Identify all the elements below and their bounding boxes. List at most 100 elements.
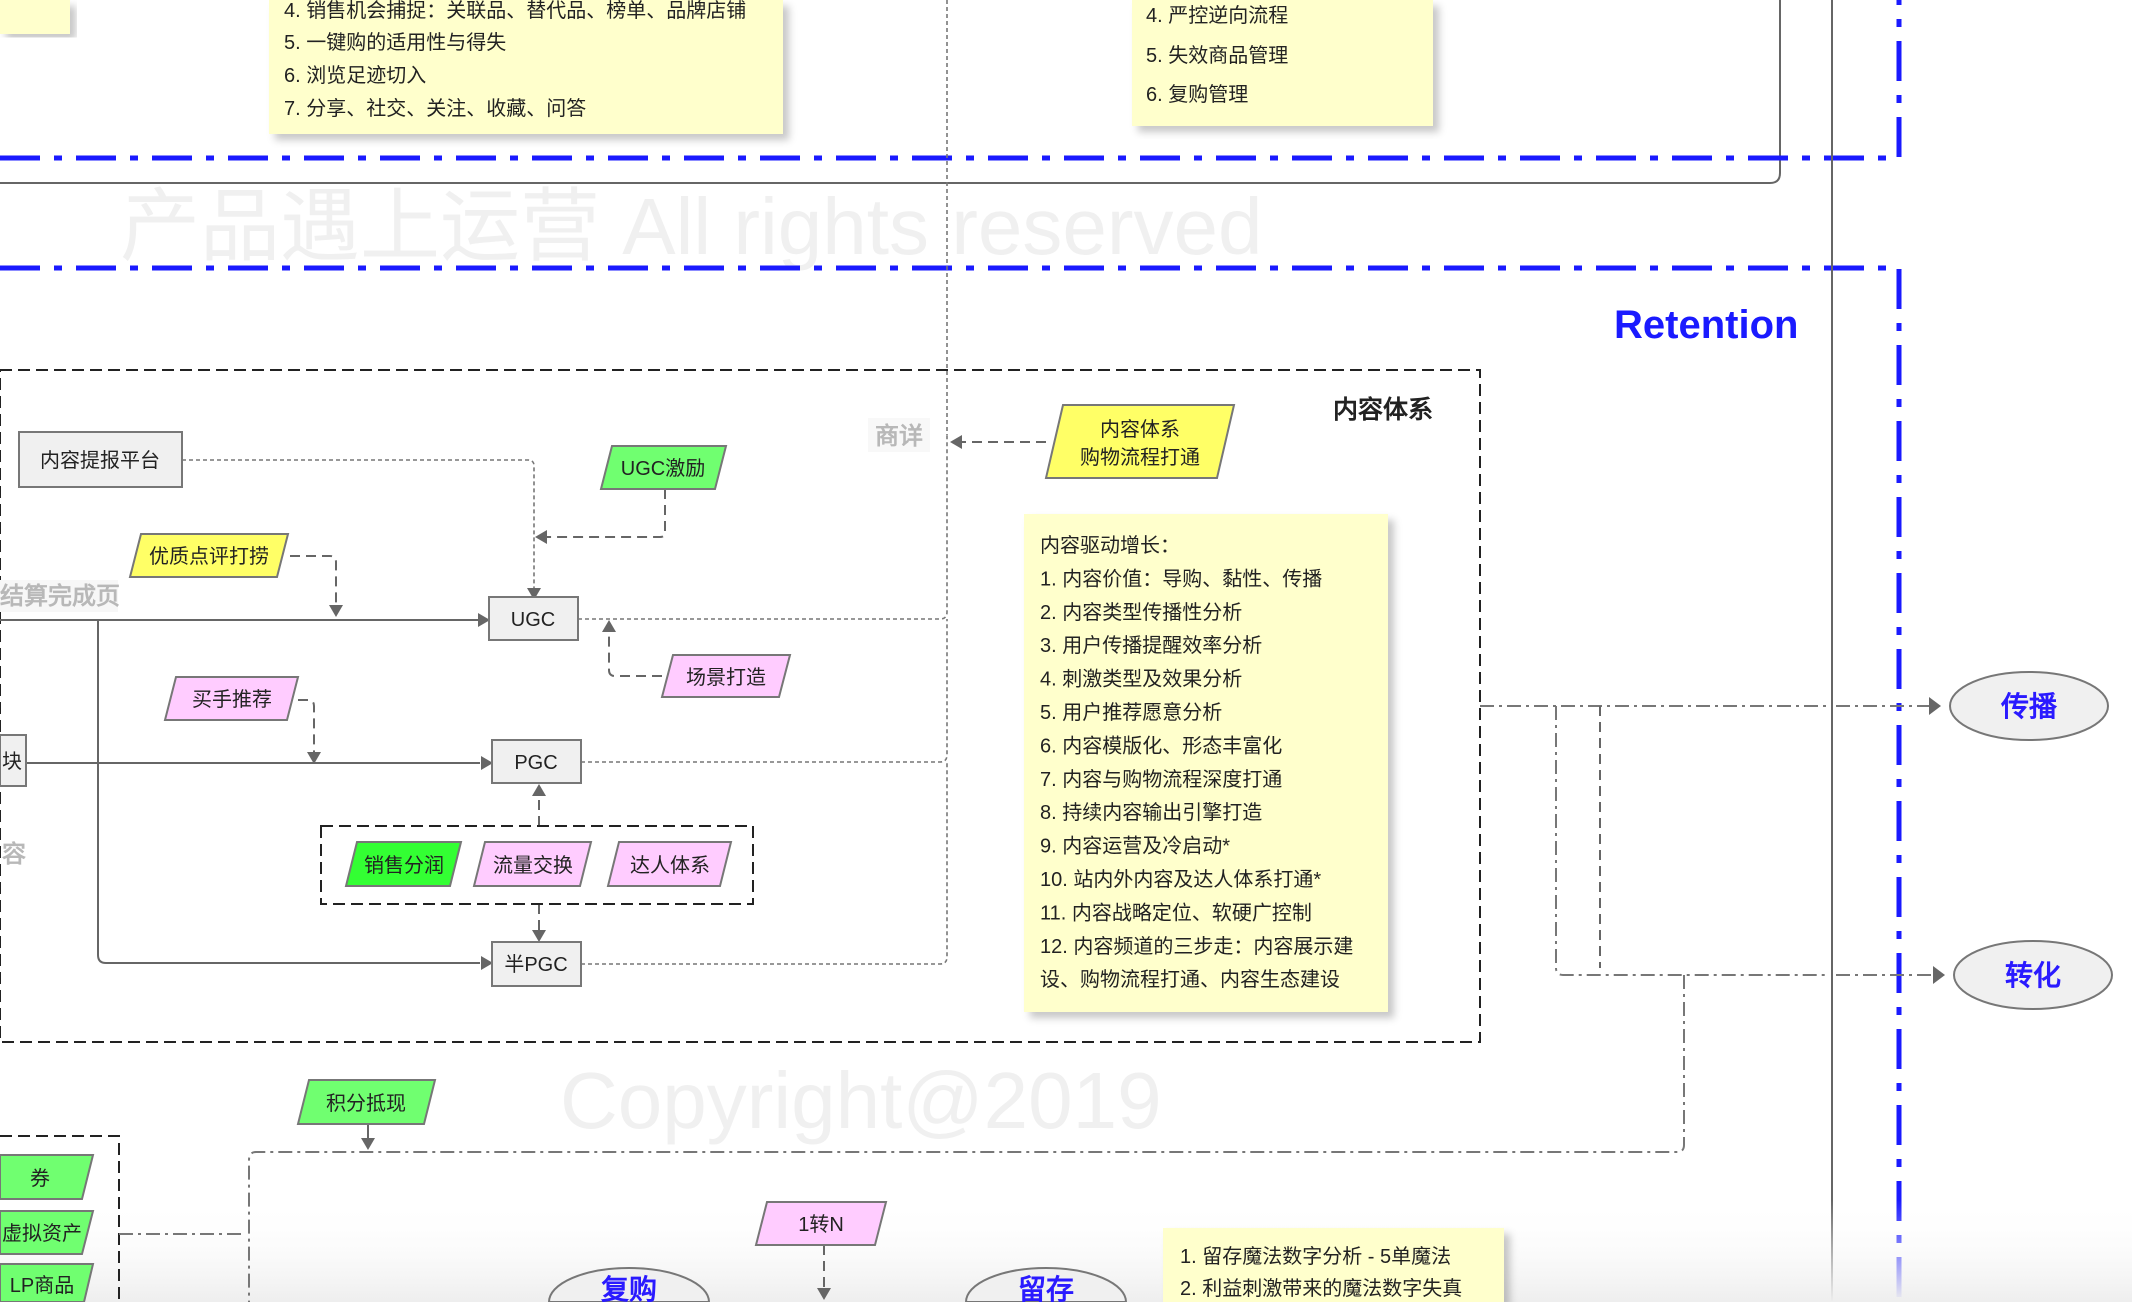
node-label: PGC <box>514 752 557 774</box>
retention-note: 1. 留存魔法数字分析 - 5单魔法 2. 利益刺激带来的魔法数字失真 <box>1163 1228 1504 1302</box>
node-label: 留存 <box>1018 1273 1074 1302</box>
note-line: 2. 利益刺激带来的魔法数字失真 <box>1180 1277 1462 1300</box>
node-label: 内容体系 <box>1100 418 1180 441</box>
note-line: 4. 销售机会捕捉：关联品、替代品、榜单、品牌店铺 <box>284 0 746 22</box>
node-label: LP商品 <box>10 1274 74 1297</box>
note-line: 7. 分享、社交、关注、收藏、问答 <box>284 97 586 120</box>
checkout-page-bg <box>0 580 118 612</box>
note-line: 4. 刺激类型及效果分析 <box>1040 668 1242 691</box>
arrow-icon <box>307 752 321 764</box>
note-line: 5. 失效商品管理 <box>1146 44 1288 67</box>
kol-system-node[interactable]: 达人体系 <box>606 841 733 887</box>
sales-share-node[interactable]: 销售分润 <box>344 841 463 887</box>
note-line: 7. 内容与购物流程深度打通 <box>1040 768 1282 791</box>
note-line: 1. 内容价值：导购、黏性、传播 <box>1040 567 1322 590</box>
watermark-line1: Copyright@2019 <box>560 1056 1162 1145</box>
node-label: 虚拟资产 <box>2 1222 82 1245</box>
incentive-group <box>0 1135 120 1302</box>
content-system-title: 内容体系 <box>1333 395 1433 424</box>
node-label: 内容提报平台 <box>40 449 160 472</box>
note-line: 2. 内容类型传播性分析 <box>1040 601 1242 624</box>
node-label: UGC <box>511 609 555 631</box>
top-right-note: 4. 严控逆向流程 5. 失效商品管理 6. 复购管理 <box>1132 0 1433 126</box>
ugc-incentive-node[interactable]: UGC激励 <box>599 445 728 490</box>
note-line: 1. 留存魔法数字分析 - 5单魔法 <box>1180 1245 1451 1268</box>
retention-loop-connector <box>248 975 1685 1302</box>
arrow-icon <box>527 588 541 600</box>
content-platform-box[interactable]: 内容提报平台 <box>18 431 183 488</box>
section-title: Retention <box>1614 303 1798 347</box>
spread-node[interactable]: 传播 <box>1949 671 2109 741</box>
note-line: 5. 用户推荐愿意分析 <box>1040 701 1222 724</box>
pgc-source-group <box>320 825 754 905</box>
product-detail-bg <box>868 418 930 452</box>
node-label: UGC激励 <box>621 457 705 480</box>
note-line: 5. 一键购的适用性与得失 <box>284 31 506 54</box>
note-line: 10. 站内外内容及达人体系打通* <box>1040 868 1321 891</box>
main-flow-lines <box>0 619 480 964</box>
node-label: 积分抵现 <box>326 1092 406 1115</box>
left-partial-text: 容 <box>2 840 26 868</box>
note-line: 11. 内容战略定位、软硬广控制 <box>1040 901 1312 924</box>
product-detail-label: 商详 <box>875 422 923 450</box>
virtual-assets-node[interactable]: 虚拟资产 <box>0 1210 95 1255</box>
ugc-node[interactable]: UGC <box>488 596 579 641</box>
note-line: 内容驱动增长： <box>1040 534 1180 557</box>
note-line: 6. 复购管理 <box>1146 83 1248 106</box>
note-line: 9. 内容运营及冷启动* <box>1040 835 1230 858</box>
node-label: 达人体系 <box>630 854 710 877</box>
shopping-link-node[interactable]: 内容体系 购物流程打通 <box>1044 404 1236 479</box>
note-line: 6. 浏览足迹切入 <box>284 64 426 87</box>
connector <box>290 555 337 605</box>
quality-review-node[interactable]: 优质点评打捞 <box>128 533 290 578</box>
connector <box>182 459 535 590</box>
one-to-n-node[interactable]: 1转N <box>754 1201 888 1246</box>
traffic-exchange-node[interactable]: 流量交换 <box>472 841 593 887</box>
node-label: 券 <box>30 1167 50 1190</box>
semi-pgc-node[interactable]: 半PGC <box>491 941 582 987</box>
repurchase-node[interactable]: 复购 <box>547 1267 711 1302</box>
arrow-icon <box>481 756 493 770</box>
convert-node[interactable]: 转化 <box>1953 940 2113 1010</box>
node-label: 块 <box>2 750 22 773</box>
node-label: 半PGC <box>504 953 567 976</box>
watermark-line2: 产品遇上运营 All rights reserved <box>120 182 1262 271</box>
node-label: 传播 <box>2000 691 2058 722</box>
buyer-recommend-node[interactable]: 买手推荐 <box>163 676 300 721</box>
node-label: 买手推荐 <box>192 688 272 711</box>
arrow-icon <box>532 784 546 796</box>
connector <box>545 489 666 538</box>
section-border-retention <box>0 265 1902 1302</box>
pgc-node[interactable]: PGC <box>491 739 582 784</box>
points-cash-node[interactable]: 积分抵现 <box>296 1079 437 1125</box>
arrow-icon <box>481 956 493 970</box>
arrow-icon <box>950 435 962 449</box>
top-note: 4. 销售机会捕捉：关联品、替代品、榜单、品牌店铺 5. 一键购的适用性与得失 … <box>269 0 783 134</box>
arrow-icon <box>478 613 490 627</box>
arrow-icon <box>361 1138 375 1150</box>
arrow-icon <box>1929 697 1941 715</box>
arrow-icon <box>817 1288 831 1300</box>
node-label: 复购 <box>601 1273 657 1302</box>
node-label: 流量交换 <box>493 854 573 877</box>
coupon-node[interactable]: 券 <box>0 1154 95 1200</box>
note-line: 8. 持续内容输出引擎打造 <box>1040 801 1262 824</box>
node-label: 销售分润 <box>364 854 444 877</box>
content-growth-note: 内容驱动增长： 1. 内容价值：导购、黏性、传播 2. 内容类型传播性分析 3. 用户… <box>1024 514 1388 1012</box>
left-partial-box[interactable]: 块 <box>0 734 27 787</box>
content-system-group <box>0 369 1481 1043</box>
note-line: 3. 用户传播提醒效率分析 <box>1040 634 1262 657</box>
arrow-icon <box>532 930 546 942</box>
node-label: 1转N <box>798 1213 844 1236</box>
lp-goods-node[interactable]: LP商品 <box>0 1263 95 1302</box>
note-line: 12. 内容频道的三步走：内容展示建 <box>1040 935 1353 958</box>
node-label: 转化 <box>2005 960 2061 991</box>
section-border-top <box>0 0 1902 161</box>
arrow-icon <box>329 605 343 617</box>
arrow-icon <box>1933 966 1945 984</box>
retain-node[interactable]: 留存 <box>964 1267 1128 1302</box>
scene-node[interactable]: 场景打造 <box>660 654 792 698</box>
node-label: 购物流程打通 <box>1080 446 1200 469</box>
node-label: 场景打造 <box>686 666 766 689</box>
